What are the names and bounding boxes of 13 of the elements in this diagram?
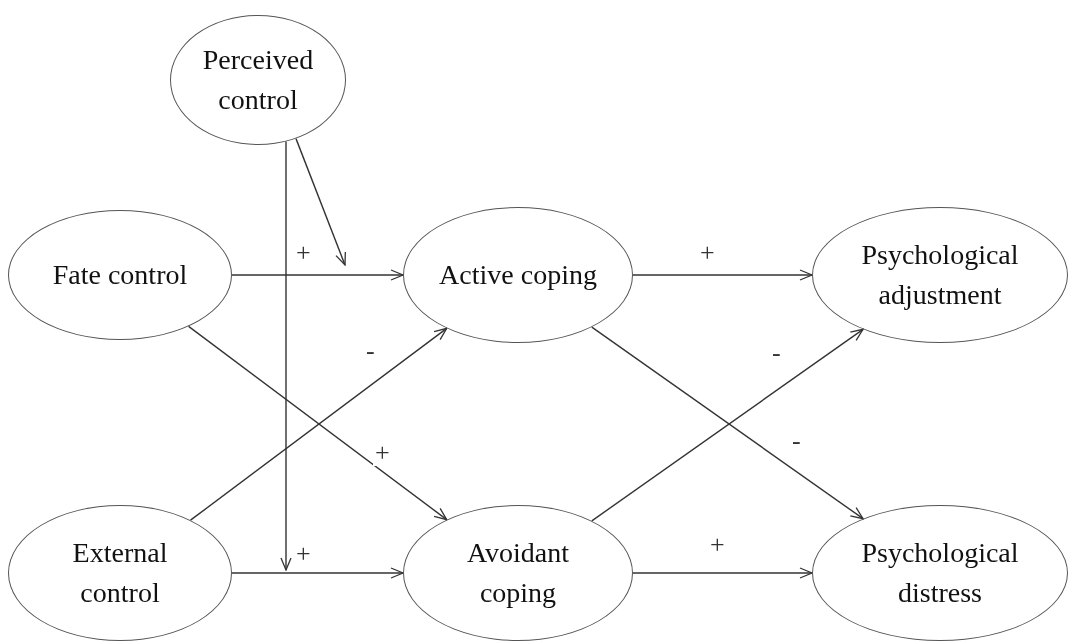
node-label: Avoidant coping (465, 536, 571, 610)
arrow (231, 567, 404, 579)
node-label: Psychological distress (860, 536, 1020, 610)
node-label: External control (71, 536, 169, 610)
arrow (231, 269, 404, 281)
node-label: Active coping (438, 258, 598, 292)
node-label: Perceived control (201, 43, 315, 117)
node-label: Fate control (51, 258, 189, 292)
arrow (632, 269, 813, 281)
arrow (280, 140, 292, 571)
arrow (295, 137, 346, 266)
node-label: Psychological adjustment (860, 238, 1020, 312)
arrow (632, 567, 813, 579)
